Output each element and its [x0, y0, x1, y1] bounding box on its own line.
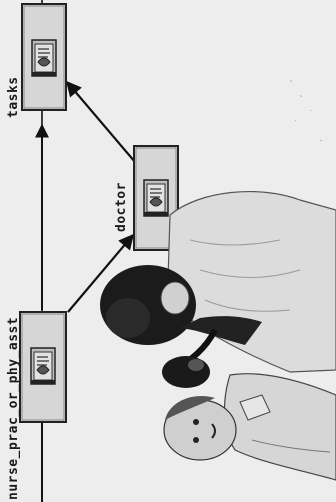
node-nurse-label: nurse_prac_or_phy_asst	[6, 317, 21, 500]
node-tasks-label: tasks	[6, 76, 21, 118]
node-nurse-box	[20, 312, 66, 422]
node-doctor-label: doctor	[114, 182, 129, 232]
file-folder-icon	[144, 180, 168, 216]
doctor-and-patient-clipart	[100, 80, 336, 480]
file-folder-icon	[31, 348, 55, 384]
node-tasks-box	[22, 4, 66, 110]
file-folder-icon	[32, 40, 56, 76]
edge-doctor-to-tasks	[67, 82, 135, 162]
